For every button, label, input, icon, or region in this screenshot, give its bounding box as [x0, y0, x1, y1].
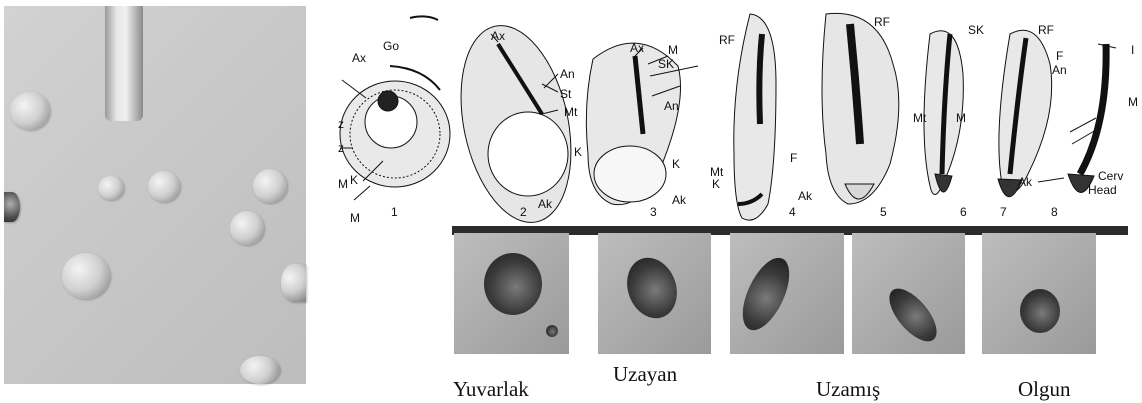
label-m: M: [350, 211, 360, 225]
label-mt: Mt: [564, 105, 578, 119]
sperm-blob: [1020, 289, 1060, 333]
photo-elongating: [598, 233, 711, 354]
label-ax: Ax: [630, 41, 644, 55]
label-k: K: [350, 173, 358, 187]
label-m: M: [1128, 95, 1138, 109]
label-f: F: [1056, 49, 1063, 63]
stage-number: 3: [650, 205, 657, 221]
photo-mature: [982, 233, 1096, 354]
label-an: An: [1052, 63, 1067, 77]
label-cerv: Cerv: [1098, 169, 1123, 183]
cell: [230, 211, 264, 245]
label-rf: RF: [874, 15, 890, 29]
spermiogenesis-diagram: Ax Go z z K M M Ax An St Mt K Ak Ax M SK…: [338, 4, 1142, 229]
sperm-blob: [546, 325, 558, 337]
stage-number: 5: [880, 205, 887, 221]
label-ak: Ak: [538, 197, 553, 211]
caption-uzamis: Uzamış: [816, 377, 880, 402]
cell: [281, 264, 306, 302]
label-rf: RF: [1038, 23, 1054, 37]
label-k: K: [672, 157, 680, 171]
cell: [62, 253, 110, 299]
stage-number: 8: [1051, 205, 1058, 221]
label-mt: Mt: [913, 111, 927, 125]
label-k: K: [712, 177, 720, 191]
stage-number: 6: [960, 205, 967, 221]
micrograph-panel: [4, 6, 306, 384]
label-sk: SK: [658, 57, 674, 71]
label-sk: SK: [968, 23, 984, 37]
label-i: I: [1131, 43, 1134, 57]
label-an: An: [560, 67, 575, 81]
label-go: Go: [383, 39, 399, 53]
label-z: z: [338, 141, 344, 155]
label-ak: Ak: [1018, 175, 1033, 189]
cell: [4, 192, 20, 222]
stage-number: 7: [1000, 205, 1007, 221]
sperm-blob: [881, 281, 945, 349]
label-m: M: [668, 43, 678, 57]
label-f: F: [790, 151, 797, 165]
photo-elongated-a: [730, 233, 844, 354]
photo-round: [454, 233, 569, 354]
diagram-svg: Ax Go z z K M M Ax An St Mt K Ak Ax M SK…: [338, 4, 1142, 229]
label-ax: Ax: [491, 29, 505, 43]
label-an: An: [664, 99, 679, 113]
label-z: z: [338, 117, 344, 131]
label-ak: Ak: [798, 189, 813, 203]
label-st: St: [560, 87, 572, 101]
cell: [240, 356, 280, 384]
label-ak: Ak: [672, 193, 687, 207]
cell: [98, 176, 124, 200]
caption-olgun: Olgun: [1018, 377, 1071, 402]
sperm-blob: [733, 251, 799, 337]
label-rf: RF: [719, 33, 735, 47]
stage-number: 2: [520, 205, 527, 221]
cell: [148, 171, 180, 202]
photo-elongated-b: [852, 233, 965, 354]
label-head: Head: [1088, 183, 1117, 197]
label-m: M: [956, 111, 966, 125]
label-k: K: [574, 145, 582, 159]
stage-number: 1: [391, 205, 398, 221]
caption-yuvarlak: Yuvarlak: [453, 377, 529, 402]
micropipette: [105, 6, 143, 121]
caption-uzayan: Uzayan: [613, 362, 677, 387]
cell: [253, 169, 287, 203]
sperm-blob: [484, 253, 542, 315]
label-ax: Ax: [352, 51, 366, 65]
sperm-blob: [619, 251, 685, 326]
label-m: M: [338, 177, 348, 191]
stage-number: 4: [789, 205, 796, 221]
cell: [10, 92, 50, 130]
